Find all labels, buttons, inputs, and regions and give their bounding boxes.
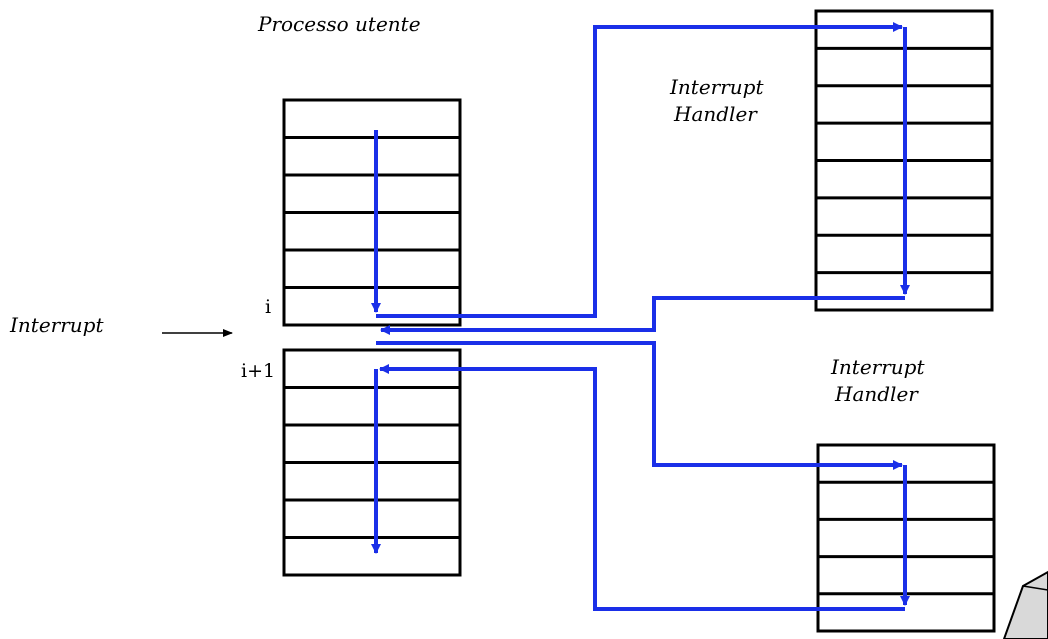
user-process-title: Processo utente (257, 12, 421, 36)
execution-flow (371, 22, 910, 611)
user-process-upper-block (282, 98, 462, 327)
decorative-corner-shape (1002, 570, 1048, 639)
interrupt-label: Interrupt (9, 313, 104, 337)
handler2-title-line2: Handler (834, 382, 919, 406)
handler2-title-line1: Interrupt (830, 355, 925, 379)
user-process-lower-block (282, 348, 462, 577)
flow-return-handler1 (380, 296, 905, 335)
handler1-title-line1: Interrupt (669, 75, 764, 99)
flow-return-handler2 (379, 364, 905, 611)
handler1-title-line2: Handler (673, 102, 758, 126)
row-i-label: i (265, 296, 271, 318)
flow-to-handler2 (376, 341, 903, 470)
row-i-plus-1-label: i+1 (241, 360, 275, 382)
flow-to-handler1 (376, 22, 903, 318)
